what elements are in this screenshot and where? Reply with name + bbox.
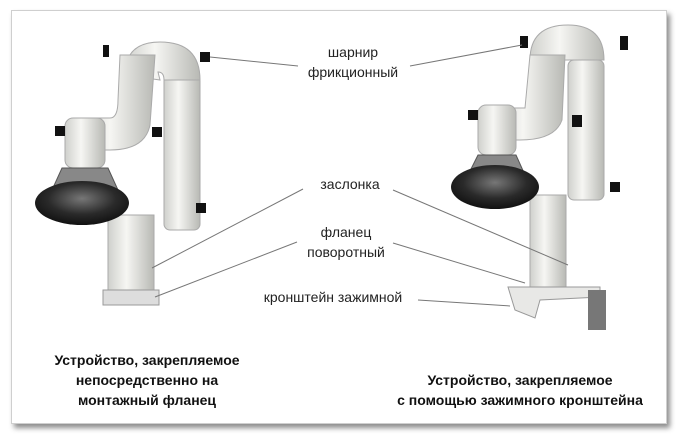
label-line: фланец [320,224,372,240]
right-extraction-arm [451,24,628,330]
label-damper: заслонка [320,176,380,192]
caption-line: Устройство, закрепляемое [427,372,613,388]
label-line: фрикционный [307,64,399,80]
caption-left: Устройство, закрепляемое непосредственно… [27,350,267,410]
leader-lines [151,44,569,307]
knob-icon [468,36,628,192]
label-rotary-flange: фланец поворотный [292,222,400,262]
caption-line: монтажный фланец [77,392,217,408]
label-line: шарнир [327,44,379,60]
label-line: поворотный [307,244,385,260]
caption-line: непосредственно на [75,372,219,388]
caption-line: Устройство, закрепляемое [54,352,240,368]
caption-right: Устройство, закрепляемое с помощью зажим… [380,370,660,410]
label-friction-joint: шарнир фрикционный [292,42,414,82]
knob-icon [55,45,210,213]
label-clamp-bracket: кронштейн зажимной [263,289,403,305]
left-extraction-arm [35,41,210,306]
caption-line: с помощью зажимного кронштейна [397,392,643,408]
